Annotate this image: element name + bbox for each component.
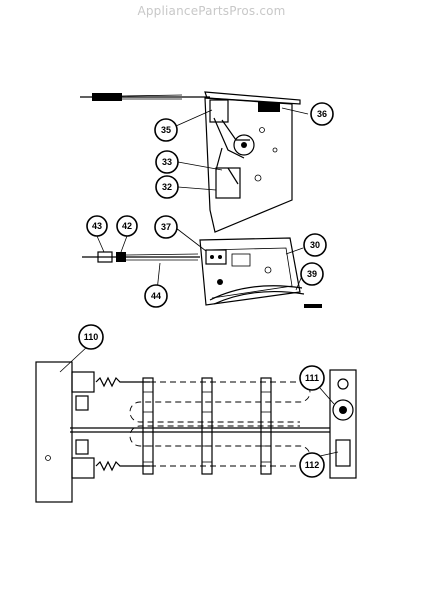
callout-110: 110 (78, 324, 104, 350)
callout-36: 36 (310, 102, 334, 126)
limit-111 (332, 399, 354, 421)
callout-43: 43 (86, 215, 108, 237)
limit-112 (335, 439, 351, 467)
mounting-plate (35, 361, 73, 503)
svg-text:36: 36 (317, 109, 327, 119)
site-watermark: AppliancePartsPros.com (137, 4, 286, 18)
terminal-43 (97, 251, 113, 263)
wire-end (304, 304, 322, 308)
svg-text:43: 43 (92, 221, 102, 231)
spring-bottom (95, 460, 150, 472)
callout-39: 39 (300, 262, 324, 286)
callout-111: 111 (299, 365, 325, 391)
callout-42: 42 (116, 215, 138, 237)
switch-block (209, 99, 229, 123)
svg-text:33: 33 (162, 157, 172, 167)
capillary-bulb (92, 93, 122, 101)
insulator-stack-2 (201, 377, 213, 475)
svg-text:112: 112 (305, 460, 320, 470)
svg-text:42: 42 (122, 221, 132, 231)
callout-30: 30 (303, 233, 327, 257)
svg-text:35: 35 (161, 125, 171, 135)
svg-text:111: 111 (305, 373, 319, 383)
callout-32: 32 (155, 175, 179, 199)
callout-112: 112 (299, 452, 325, 478)
control-panel-assembly (80, 91, 309, 233)
svg-text:30: 30 (310, 240, 320, 250)
relay-box (215, 167, 241, 199)
spring-top (95, 376, 150, 388)
end-bracket (329, 369, 357, 479)
svg-text:39: 39 (307, 269, 317, 279)
callout-33: 33 (155, 150, 179, 174)
thermostat-dial (233, 134, 255, 156)
callout-37: 37 (154, 215, 178, 239)
callout-44: 44 (144, 284, 168, 308)
terminal-block (205, 249, 227, 265)
lower-panel-assembly (82, 227, 322, 308)
svg-text:37: 37 (161, 222, 171, 232)
svg-text:110: 110 (84, 332, 99, 342)
heating-element-assembly (35, 345, 357, 503)
callout-35: 35 (154, 118, 178, 142)
svg-text:44: 44 (151, 291, 161, 301)
insulator-stack-1 (142, 377, 154, 475)
terminal-42 (116, 252, 126, 262)
svg-text:32: 32 (162, 182, 172, 192)
limit-switch (258, 102, 280, 112)
insulator-stack-3 (260, 377, 272, 475)
